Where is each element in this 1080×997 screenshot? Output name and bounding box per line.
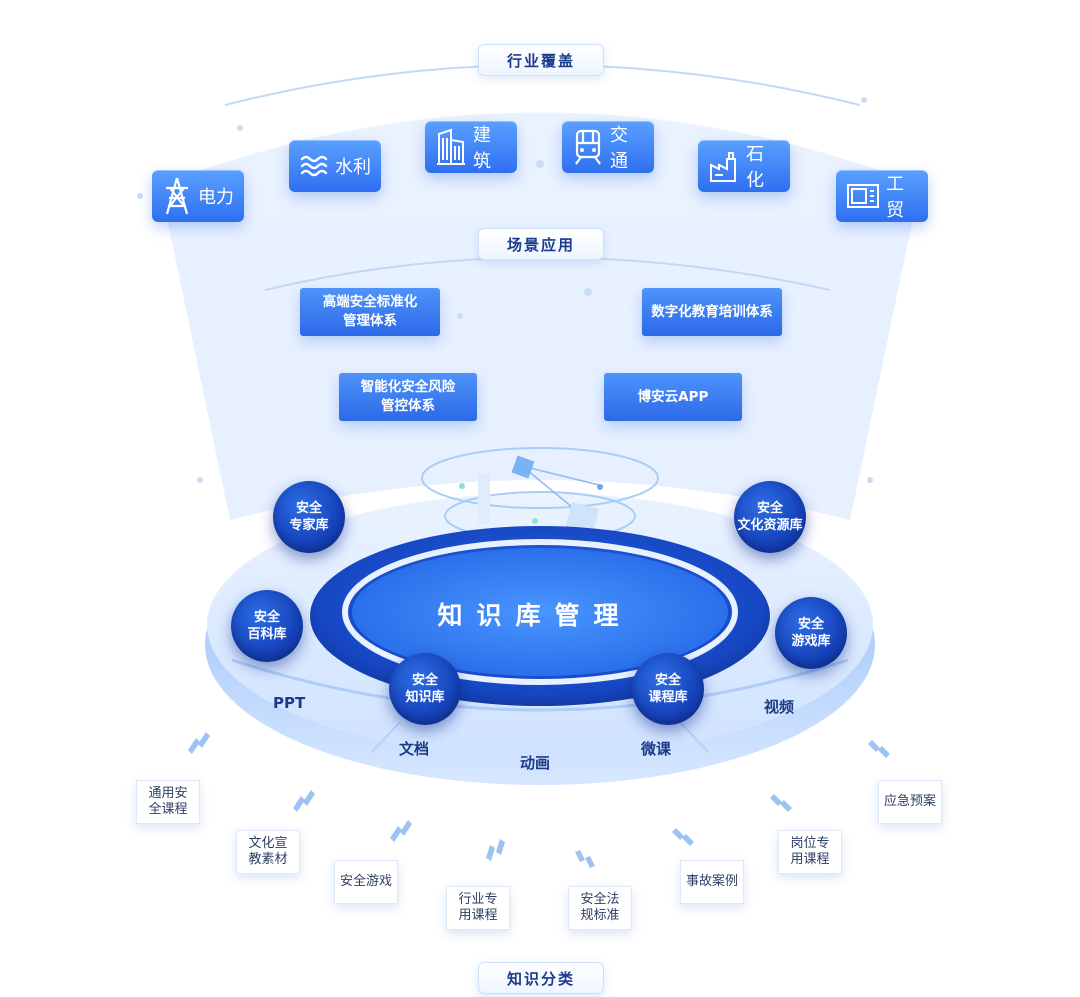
power-tower-icon bbox=[165, 177, 189, 215]
library-line: 文化资源库 bbox=[737, 518, 803, 533]
industry-water[interactable]: 水利 bbox=[289, 140, 381, 192]
category-accident-cases[interactable]: 事故案例 bbox=[680, 860, 744, 904]
category-line: 岗位专 bbox=[790, 836, 830, 851]
industry-label: 交通 bbox=[610, 125, 628, 172]
scenario-line: 数字化教育培训体系 bbox=[651, 303, 773, 320]
scenario-line: 管理体系 bbox=[343, 313, 397, 329]
library-line: 安全 bbox=[654, 673, 681, 688]
industry-label: 石化 bbox=[746, 144, 764, 191]
library-line: 知识库 bbox=[405, 690, 445, 705]
scenario-line: 博安云APP bbox=[637, 388, 709, 405]
water-waves-icon bbox=[300, 155, 328, 177]
category-line: 用课程 bbox=[458, 908, 498, 923]
library-expert[interactable]: 安全专家库 bbox=[273, 481, 345, 553]
category-line: 通用安 bbox=[148, 786, 188, 801]
industry-label: 水利 bbox=[335, 157, 371, 178]
building-icon bbox=[437, 128, 465, 165]
format-animation: 动画 bbox=[520, 754, 551, 772]
category-line: 安全游戏 bbox=[339, 874, 392, 889]
category-regulations[interactable]: 安全法规标准 bbox=[568, 886, 632, 930]
industry-petrochemical[interactable]: 石化 bbox=[698, 140, 790, 192]
category-header: 知识分类 bbox=[478, 962, 604, 994]
format-microcourse: 微课 bbox=[641, 740, 672, 758]
category-position-course[interactable]: 岗位专用课程 bbox=[778, 830, 842, 874]
scenario-digital-training[interactable]: 数字化教育培训体系 bbox=[642, 288, 782, 336]
category-line: 安全法 bbox=[580, 892, 620, 907]
scenario-standardization[interactable]: 高端安全标准化管理体系 bbox=[300, 288, 440, 336]
scenario-app[interactable]: 博安云APP bbox=[604, 373, 742, 421]
factory-icon bbox=[710, 152, 736, 182]
format-ppt: PPT bbox=[273, 694, 306, 712]
industry-header: 行业覆盖 bbox=[478, 44, 604, 76]
category-line: 文化宣 bbox=[248, 836, 288, 851]
library-culture-resources[interactable]: 安全文化资源库 bbox=[734, 481, 806, 553]
library-line: 安全 bbox=[797, 617, 824, 632]
library-knowledge[interactable]: 安全知识库 bbox=[389, 653, 461, 725]
industry-construction[interactable]: 建筑 bbox=[425, 121, 517, 173]
category-line: 应急预案 bbox=[883, 794, 936, 809]
library-line: 安全 bbox=[411, 673, 438, 688]
category-general-course[interactable]: 通用安全课程 bbox=[136, 780, 200, 824]
category-line: 用课程 bbox=[790, 852, 830, 867]
library-line: 安全 bbox=[253, 610, 280, 625]
industry-label: 电力 bbox=[198, 187, 234, 208]
industry-label: 建筑 bbox=[473, 125, 491, 172]
library-line: 游戏库 bbox=[791, 634, 831, 649]
library-line: 课程库 bbox=[648, 690, 688, 705]
library-line: 百科库 bbox=[247, 627, 287, 642]
library-encyclopedia[interactable]: 安全百科库 bbox=[231, 590, 303, 662]
category-line: 规标准 bbox=[580, 908, 620, 923]
industry-trade[interactable]: 工贸 bbox=[836, 170, 928, 222]
library-line: 安全 bbox=[756, 501, 783, 516]
scenario-header: 场景应用 bbox=[478, 228, 604, 260]
format-video: 视频 bbox=[764, 698, 795, 716]
library-line: 专家库 bbox=[289, 518, 329, 533]
category-line: 行业专 bbox=[458, 892, 498, 907]
category-line: 教素材 bbox=[248, 852, 288, 867]
center-title: 知识库管理 bbox=[437, 601, 633, 630]
library-games[interactable]: 安全游戏库 bbox=[775, 597, 847, 669]
category-line: 事故案例 bbox=[685, 874, 738, 889]
category-line: 全课程 bbox=[148, 802, 188, 817]
category-emergency-plan[interactable]: 应急预案 bbox=[878, 780, 942, 824]
industry-transport[interactable]: 交通 bbox=[562, 121, 654, 173]
industry-label: 工贸 bbox=[886, 174, 904, 221]
industry-power[interactable]: 电力 bbox=[152, 170, 244, 222]
scenario-line: 智能化安全风险 bbox=[360, 379, 456, 395]
trade-icon bbox=[847, 184, 879, 208]
scenario-line: 高端安全标准化 bbox=[322, 294, 418, 310]
scenario-line: 管控体系 bbox=[381, 398, 435, 414]
category-industry-course[interactable]: 行业专用课程 bbox=[446, 886, 510, 930]
library-courses[interactable]: 安全课程库 bbox=[632, 653, 704, 725]
scenario-risk-control[interactable]: 智能化安全风险管控体系 bbox=[339, 373, 477, 421]
format-document: 文档 bbox=[399, 740, 430, 758]
category-safety-games[interactable]: 安全游戏 bbox=[334, 860, 398, 904]
category-culture-material[interactable]: 文化宣教素材 bbox=[236, 830, 300, 874]
train-icon bbox=[575, 129, 601, 165]
library-line: 安全 bbox=[295, 501, 322, 516]
